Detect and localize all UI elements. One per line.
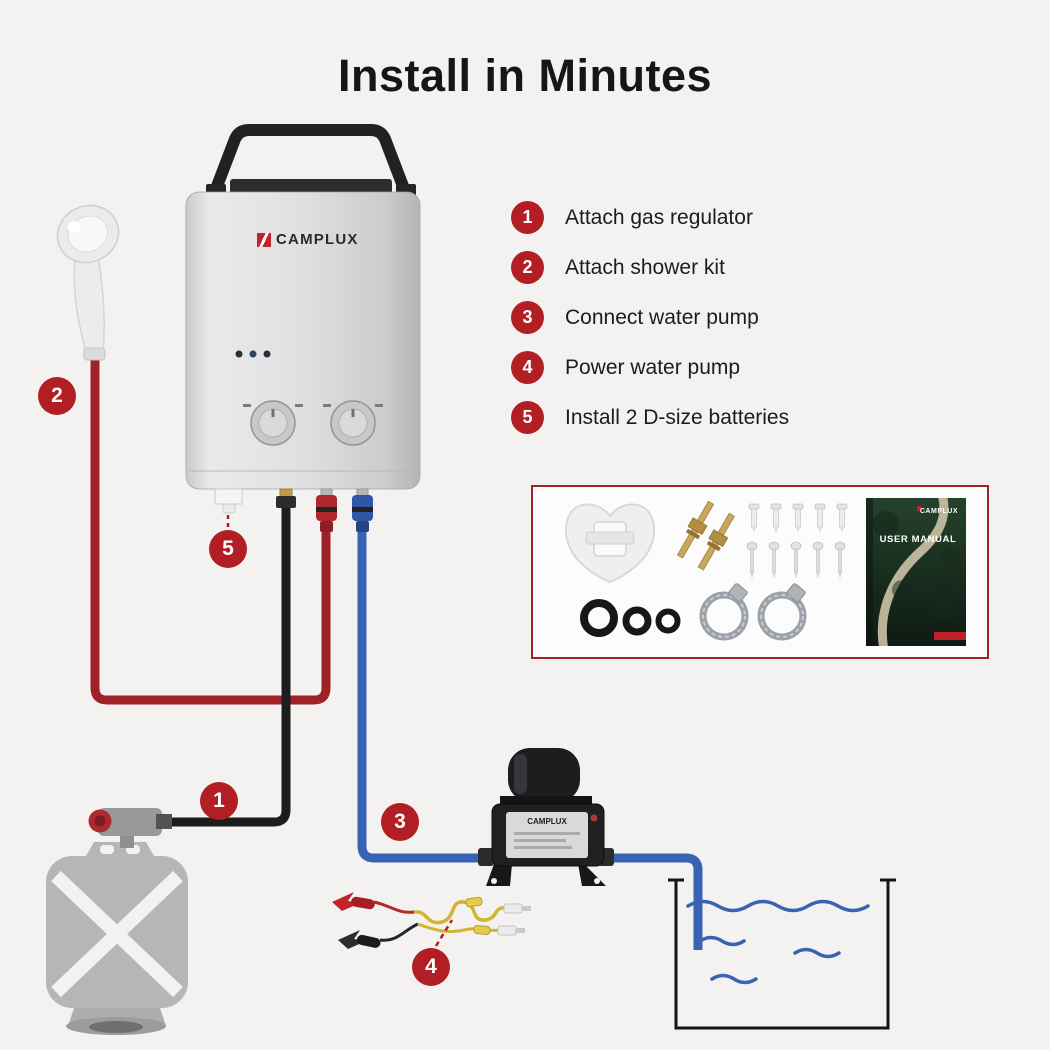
step-3-label: Connect water pump <box>565 305 759 329</box>
heater-knob-left <box>243 400 303 446</box>
step-row-1: 1 Attach gas regulator <box>511 201 789 234</box>
camplux-logo-icon <box>257 232 271 247</box>
heater-handle <box>208 124 412 200</box>
step-4-badge: 4 <box>511 351 544 384</box>
heater-brand-logo: CAMPLUX <box>257 231 359 248</box>
step-row-5: 5 Install 2 D-size batteries <box>511 401 789 434</box>
heater-indicator-lights <box>235 350 271 358</box>
wall-anchors <box>748 503 848 533</box>
gas-inlet-fitting <box>276 488 296 508</box>
page-title: Install in Minutes <box>337 50 713 101</box>
step-1-badge: 1 <box>511 201 544 234</box>
step-1-label: Attach gas regulator <box>565 205 753 229</box>
step-row-4: 4 Power water pump <box>511 351 789 384</box>
diagram-badge-4: 4 <box>412 948 450 986</box>
steps-list: 1 Attach gas regulator 2 Attach shower k… <box>511 201 789 451</box>
diagram-badge-5: 5 <box>209 530 247 568</box>
shower-head <box>56 204 120 361</box>
blue-inlet-hose <box>357 528 490 863</box>
anchor-bolts <box>676 500 735 571</box>
propane-tank-silhouette <box>46 842 188 1035</box>
step-5-label: Install 2 D-size batteries <box>565 405 790 429</box>
red-battery-clip <box>332 892 360 911</box>
step-2-badge: 2 <box>511 251 544 284</box>
pump-brand: CAMPLUX <box>527 817 567 826</box>
heater-vent <box>230 179 392 194</box>
cold-water-fitting <box>352 488 373 532</box>
mounting-bracket <box>564 503 656 584</box>
battery-wire-harness <box>332 892 531 949</box>
accessories-box: CAMPLUX USER MANUAL <box>531 485 989 659</box>
black-gas-hose <box>170 500 291 827</box>
gas-regulator <box>88 808 172 848</box>
manual-cover-road <box>877 498 949 646</box>
o-rings <box>580 599 681 637</box>
diagram-badge-1: 1 <box>200 782 238 820</box>
hose-clamps <box>699 583 807 641</box>
water-waves <box>686 899 870 985</box>
step-4-label: Power water pump <box>565 355 741 379</box>
user-manual: CAMPLUX USER MANUAL <box>866 498 966 646</box>
heater-brand-text: CAMPLUX <box>276 231 359 248</box>
manual-title: USER MANUAL <box>880 534 957 545</box>
step-2-label: Attach shower kit <box>565 255 725 279</box>
water-container <box>668 878 896 1030</box>
battery-compartment <box>214 488 243 514</box>
water-pump: CAMPLUX <box>478 748 614 886</box>
manual-brand: CAMPLUX <box>920 508 958 515</box>
step-row-3: 3 Connect water pump <box>511 301 789 334</box>
hot-water-fitting <box>316 488 337 532</box>
blue-outlet-hose <box>608 853 703 950</box>
water-heater <box>185 124 421 532</box>
step-3-badge: 3 <box>511 301 544 334</box>
step-row-2: 2 Attach shower kit <box>511 251 789 284</box>
black-battery-clip <box>338 930 366 949</box>
screws <box>746 541 846 579</box>
diagram-badge-2: 2 <box>38 377 76 415</box>
red-shower-hose <box>90 356 331 705</box>
step-5-badge: 5 <box>511 401 544 434</box>
heater-knob-right <box>323 400 383 446</box>
diagram-badge-3: 3 <box>381 803 419 841</box>
